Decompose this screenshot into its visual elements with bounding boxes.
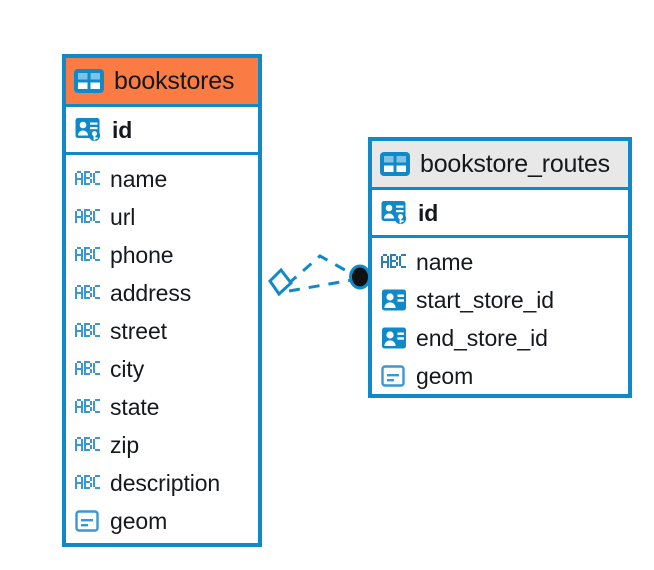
field-label: phone [110, 241, 174, 268]
entity-bookstores-header[interactable]: bookstores [66, 58, 258, 104]
geometry-icon [381, 363, 407, 389]
entity-bookstores-fields: name u [66, 155, 258, 546]
text-type-icon [381, 254, 407, 270]
entity-bookstore-routes-header[interactable]: bookstore_routes [372, 141, 628, 187]
field-row-state[interactable]: state [66, 388, 258, 426]
field-label: city [110, 355, 145, 382]
entity-bookstores-primary-keys: id [66, 104, 258, 155]
entity-bookstores-title: bookstores [114, 66, 235, 95]
text-type-icon [75, 399, 101, 415]
field-row-address[interactable]: address [66, 274, 258, 312]
relationship-circle-endpoint [349, 264, 371, 290]
table-icon [74, 69, 104, 93]
field-row-name[interactable]: name [66, 160, 258, 198]
field-row-geom[interactable]: geom [372, 357, 628, 395]
field-label: state [110, 393, 160, 420]
field-label: geom [416, 362, 474, 389]
entity-bookstore-routes-fields: name start_store_id [372, 238, 628, 401]
field-row-street[interactable]: street [66, 312, 258, 350]
geometry-icon [75, 508, 101, 534]
field-row-start-store-id[interactable]: start_store_id [372, 281, 628, 319]
field-label: id [112, 116, 133, 143]
entity-bookstores[interactable]: bookstores [62, 54, 262, 547]
foreign-key-icon [381, 325, 407, 351]
field-row-name[interactable]: name [372, 243, 628, 281]
primary-key-icon [75, 116, 103, 144]
field-label: name [416, 248, 474, 275]
relationship-diamond-endpoint [268, 267, 294, 297]
field-label: name [110, 165, 168, 192]
primary-key-icon [381, 199, 409, 227]
field-row-city[interactable]: city [66, 350, 258, 388]
field-row-zip[interactable]: zip [66, 426, 258, 464]
field-label: id [418, 199, 439, 226]
text-type-icon [75, 171, 101, 187]
field-label: zip [110, 431, 140, 458]
field-row-description[interactable]: description [66, 464, 258, 502]
text-type-icon [75, 209, 101, 225]
field-row-url[interactable]: url [66, 198, 258, 236]
field-label: url [110, 203, 136, 230]
text-type-icon [75, 247, 101, 263]
field-label: start_store_id [416, 286, 554, 313]
field-row-phone[interactable]: phone [66, 236, 258, 274]
text-type-icon [75, 323, 101, 339]
field-label: street [110, 317, 167, 344]
field-row-end-store-id[interactable]: end_store_id [372, 319, 628, 357]
text-type-icon [75, 361, 101, 377]
text-type-icon [75, 475, 101, 491]
foreign-key-icon [381, 287, 407, 313]
text-type-icon [75, 437, 101, 453]
field-label: geom [110, 507, 168, 534]
field-row-geom[interactable]: geom [66, 502, 258, 540]
entity-bookstore-routes-primary-keys: id [372, 187, 628, 238]
text-type-icon [75, 285, 101, 301]
field-label: address [110, 279, 192, 306]
field-row-id[interactable]: id [66, 111, 258, 149]
entity-bookstore-routes-title: bookstore_routes [420, 149, 610, 178]
field-row-id[interactable]: id [372, 194, 628, 232]
entity-bookstore-routes[interactable]: bookstore_routes [368, 137, 632, 398]
table-icon [380, 152, 410, 176]
relationship-line-lower [288, 278, 353, 293]
field-label: end_store_id [416, 324, 548, 351]
relationship-line-upper [287, 254, 353, 286]
field-label: description [110, 469, 221, 496]
